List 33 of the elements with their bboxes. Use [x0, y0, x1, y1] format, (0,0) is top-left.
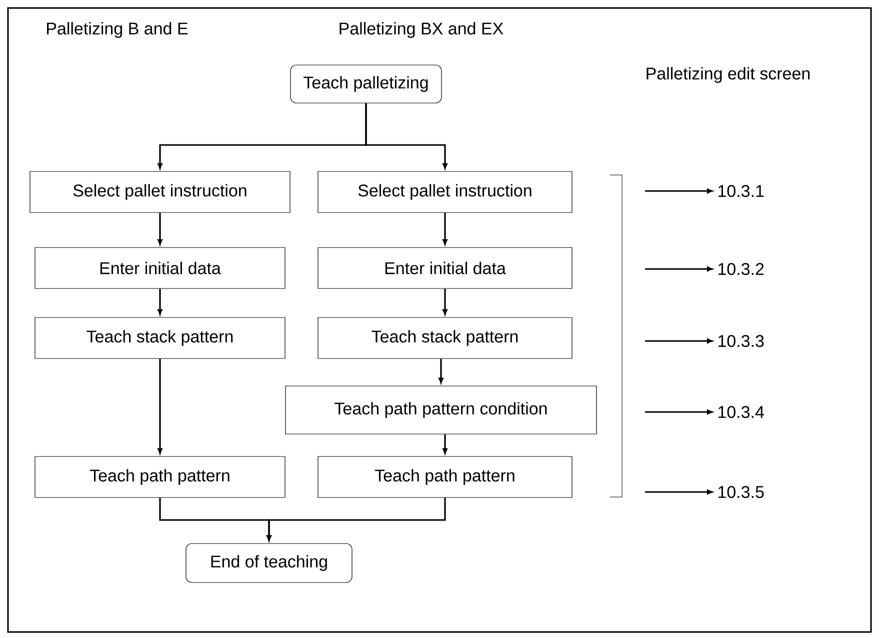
process-box: Teach path pattern [318, 456, 572, 498]
arrow [645, 490, 712, 494]
process-box: Teach stack pattern [34, 317, 286, 359]
section-number: 10.3.1 [718, 184, 764, 198]
section-number: 10.3.4 [718, 406, 764, 418]
arrow [158, 212, 162, 245]
process-box: Teach path pattern [34, 456, 286, 498]
arrow [645, 410, 712, 414]
process-box: Teach stack pattern [318, 317, 572, 359]
process-box: Enter initial data [318, 247, 572, 289]
arrow [645, 266, 712, 272]
process-box: Enter initial data [34, 247, 286, 289]
arrow [442, 434, 448, 454]
heading: Palletizing B and E [47, 22, 188, 38]
terminal-box: Teach palletizing [290, 64, 442, 104]
process-box: Teach path pattern condition [285, 386, 597, 434]
heading: Palletizing BX and EX [340, 22, 504, 38]
section-number: 10.3.2 [718, 262, 764, 276]
arrow [266, 498, 446, 541]
arrow [645, 338, 712, 344]
heading: Palletizing edit screen [646, 67, 810, 83]
arrow [442, 212, 448, 245]
process-box: Select pallet instruction [30, 171, 290, 213]
arrow [645, 188, 712, 194]
section-number: 10.3.3 [718, 334, 764, 348]
arrow [438, 358, 444, 384]
arrow [365, 103, 448, 169]
process-box: Select pallet instruction [318, 171, 572, 213]
arrow [158, 288, 162, 315]
section-number: 10.3.5 [718, 486, 764, 498]
arrow [442, 288, 448, 315]
arrow [158, 358, 162, 454]
terminal-box: End of teaching [186, 543, 352, 583]
